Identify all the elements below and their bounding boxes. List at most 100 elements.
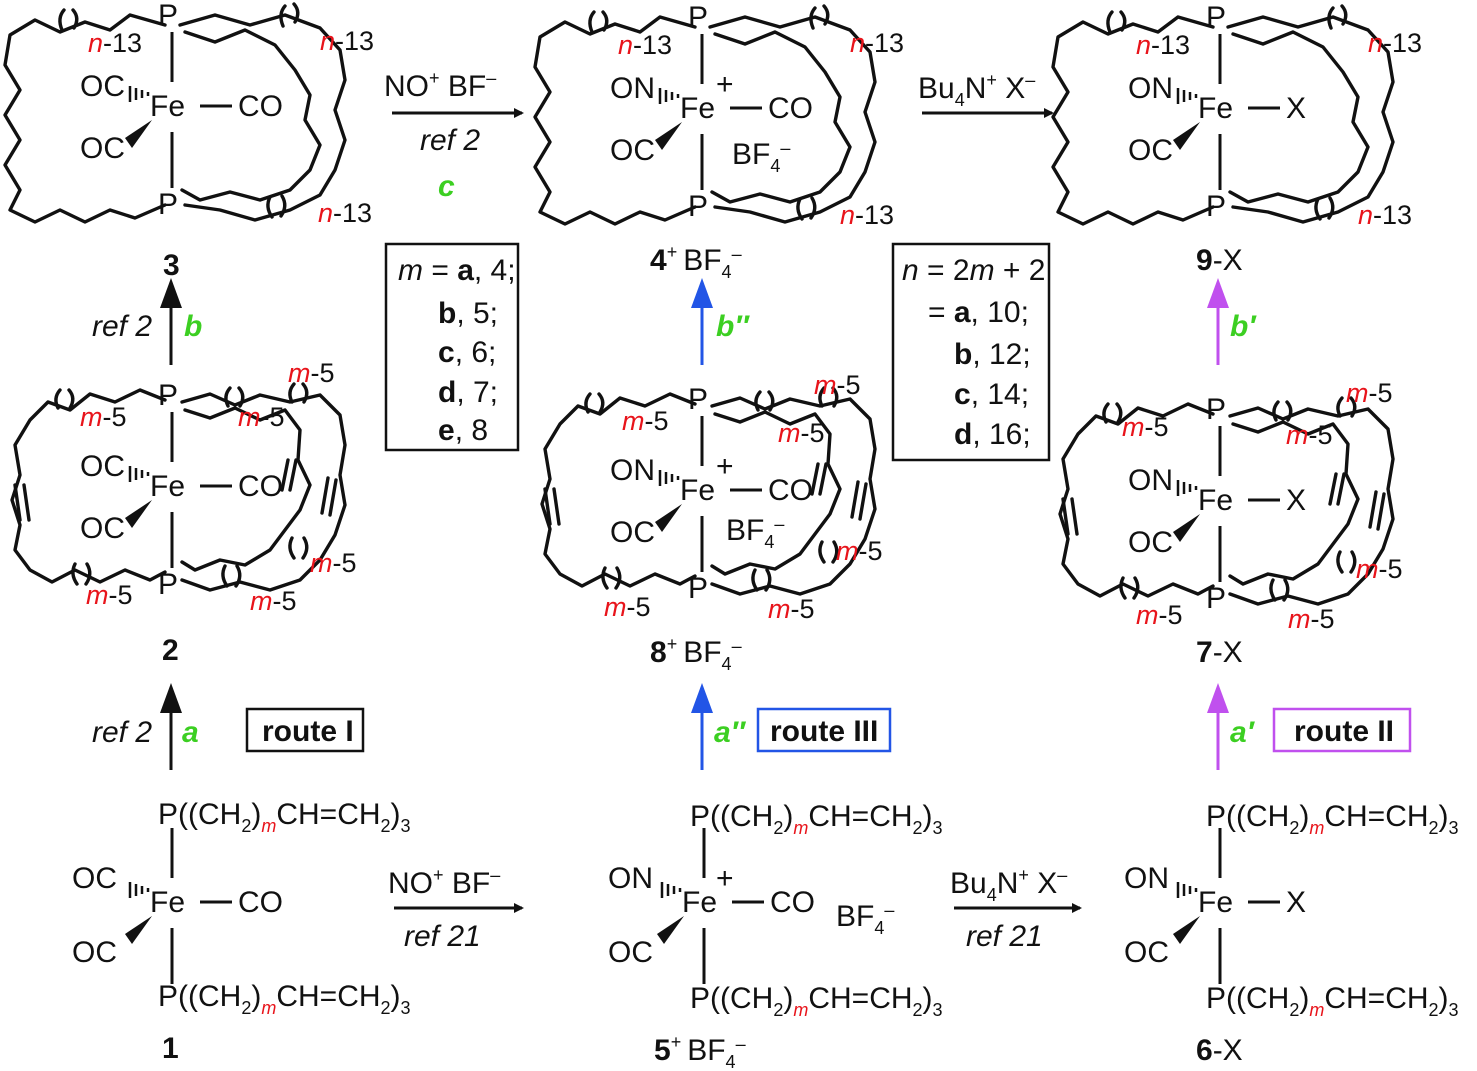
m-values-box bbox=[384, 242, 520, 452]
svg-text:a: a bbox=[182, 716, 199, 749]
svg-text:n-13: n-13 bbox=[840, 200, 894, 230]
compound-8-label: 8+BF4– bbox=[650, 634, 742, 674]
svg-text:+: + bbox=[716, 450, 734, 483]
svg-text:CO: CO bbox=[238, 886, 283, 919]
svg-text:e, 8: e, 8 bbox=[438, 414, 488, 447]
svg-text:ON: ON bbox=[1124, 862, 1169, 895]
svg-text:m-5: m-5 bbox=[768, 594, 815, 624]
svg-text:n = 2m + 2: n = 2m + 2 bbox=[902, 254, 1045, 287]
svg-text:Fe: Fe bbox=[1198, 886, 1233, 919]
route-3-box bbox=[756, 707, 892, 753]
svg-text:n-13: n-13 bbox=[1368, 28, 1422, 58]
route-2-box bbox=[1272, 707, 1412, 753]
svg-text:n-13: n-13 bbox=[1358, 200, 1412, 230]
svg-text:ON: ON bbox=[608, 862, 653, 895]
svg-text:b′: b′ bbox=[1230, 310, 1257, 343]
svg-text:n-13: n-13 bbox=[88, 28, 142, 58]
svg-text:Fe: Fe bbox=[150, 886, 185, 919]
svg-text:ref 2: ref 2 bbox=[420, 124, 480, 157]
svg-text:NO+ BF–: NO+ BF– bbox=[384, 68, 496, 103]
svg-text:P: P bbox=[1206, 1, 1226, 34]
compound-1-structure: P((CH2)mCH=CH2)3 P((CH2)mCH=CH2)3 Fe CO … bbox=[72, 798, 411, 1018]
svg-text:X: X bbox=[1286, 484, 1306, 517]
svg-text:m-5: m-5 bbox=[836, 536, 883, 566]
svg-text:Fe: Fe bbox=[150, 470, 185, 503]
svg-text:b, 12;: b, 12; bbox=[954, 338, 1031, 371]
svg-text:P((CH2)mCH=CH2)3: P((CH2)mCH=CH2)3 bbox=[158, 798, 411, 836]
svg-text:P: P bbox=[158, 568, 178, 601]
route-1-box bbox=[245, 707, 365, 753]
svg-text:ref 2: ref 2 bbox=[92, 716, 152, 749]
compound-1-label: 1 bbox=[162, 1032, 179, 1065]
compound-4-structure: P P Fe + CO ON OC BF4– n-13 n-13 n-13 bbox=[533, 1, 904, 230]
svg-text:m-5: m-5 bbox=[80, 402, 127, 432]
svg-text:= a, 10;: = a, 10; bbox=[928, 296, 1029, 329]
compound-3-label: 3 bbox=[163, 249, 180, 282]
compound-9x-label: 9-X bbox=[1196, 244, 1243, 277]
compound-7x-structure: P P Fe X ON OC m-5 m-5 m-5 m-5 m-5 m-5 bbox=[1058, 378, 1403, 634]
svg-text:OC: OC bbox=[610, 134, 655, 167]
svg-text:Fe: Fe bbox=[682, 886, 717, 919]
svg-text:a″: a″ bbox=[714, 716, 747, 749]
svg-text:P: P bbox=[158, 188, 178, 221]
compound-5-label: 5+BF4– bbox=[654, 1032, 746, 1071]
svg-text:NO+ BF–: NO+ BF– bbox=[388, 865, 500, 900]
svg-text:OC: OC bbox=[1124, 936, 1169, 969]
svg-text:m-5: m-5 bbox=[86, 580, 133, 610]
compound-2-structure: P P Fe CO OC OC m-5 m-5 m-5 m-5 m-5 m-5 bbox=[10, 358, 357, 616]
svg-text:ref 21: ref 21 bbox=[404, 920, 481, 953]
svg-text:m = a, 4;: m = a, 4; bbox=[398, 254, 516, 287]
svg-text:ON: ON bbox=[1128, 72, 1173, 105]
svg-text:CO: CO bbox=[768, 474, 813, 507]
svg-text:Bu4N+ X–: Bu4N+ X– bbox=[918, 70, 1035, 110]
svg-text:m-5: m-5 bbox=[310, 548, 357, 578]
svg-text:route III: route III bbox=[770, 715, 878, 748]
svg-text:m-5: m-5 bbox=[814, 370, 861, 400]
svg-text:X: X bbox=[1286, 92, 1306, 125]
compound-8-structure: P P Fe + CO ON OC BF4– m-5 m-5 m-5 m-5 m… bbox=[540, 370, 883, 624]
svg-text:b″: b″ bbox=[716, 310, 750, 343]
svg-text:OC: OC bbox=[1128, 134, 1173, 167]
svg-text:OC: OC bbox=[80, 132, 125, 165]
svg-text:OC: OC bbox=[608, 936, 653, 969]
svg-text:Fe: Fe bbox=[680, 92, 715, 125]
svg-text:P((CH2)mCH=CH2)3: P((CH2)mCH=CH2)3 bbox=[1206, 982, 1459, 1020]
svg-text:ref 2: ref 2 bbox=[92, 310, 152, 343]
svg-text:m-5: m-5 bbox=[778, 418, 825, 448]
svg-text:X: X bbox=[1286, 886, 1306, 919]
svg-text:P: P bbox=[688, 190, 708, 223]
compound-9x-structure: P P Fe X ON OC n-13 n-13 n-13 bbox=[1051, 1, 1422, 230]
svg-text:ON: ON bbox=[610, 72, 655, 105]
compound-7x-label: 7-X bbox=[1196, 636, 1243, 669]
svg-text:Fe: Fe bbox=[1198, 92, 1233, 125]
svg-text:m-5: m-5 bbox=[288, 358, 335, 388]
svg-text:P((CH2)mCH=CH2)3: P((CH2)mCH=CH2)3 bbox=[690, 800, 943, 838]
svg-text:+: + bbox=[716, 862, 734, 895]
svg-text:P: P bbox=[158, 0, 178, 32]
svg-text:+: + bbox=[716, 68, 734, 101]
svg-text:Fe: Fe bbox=[150, 90, 185, 123]
svg-text:P: P bbox=[688, 572, 708, 605]
svg-text:n-13: n-13 bbox=[618, 30, 672, 60]
svg-text:OC: OC bbox=[80, 70, 125, 103]
svg-text:route II: route II bbox=[1294, 715, 1394, 748]
svg-text:P: P bbox=[158, 379, 178, 412]
svg-text:CO: CO bbox=[770, 886, 815, 919]
compound-6x-structure: P((CH2)mCH=CH2)3 P((CH2)mCH=CH2)3 Fe X O… bbox=[1124, 800, 1459, 1020]
svg-text:P: P bbox=[1206, 393, 1226, 426]
svg-text:BF4–: BF4– bbox=[732, 138, 790, 176]
svg-text:CO: CO bbox=[238, 470, 283, 503]
svg-text:P: P bbox=[688, 1, 708, 34]
svg-text:OC: OC bbox=[610, 516, 655, 549]
svg-text:OC: OC bbox=[80, 450, 125, 483]
compound-5-structure: P((CH2)mCH=CH2)3 P((CH2)mCH=CH2)3 Fe + C… bbox=[608, 800, 943, 1020]
svg-text:ref 21: ref 21 bbox=[966, 920, 1043, 953]
svg-text:BF4–: BF4– bbox=[726, 514, 784, 552]
svg-text:P: P bbox=[1206, 582, 1226, 615]
compound-2-label: 2 bbox=[162, 634, 179, 667]
svg-text:n-13: n-13 bbox=[320, 26, 374, 56]
svg-text:n-13: n-13 bbox=[318, 198, 372, 228]
svg-text:c, 6;: c, 6; bbox=[438, 336, 496, 369]
svg-text:m-5: m-5 bbox=[1136, 600, 1183, 630]
